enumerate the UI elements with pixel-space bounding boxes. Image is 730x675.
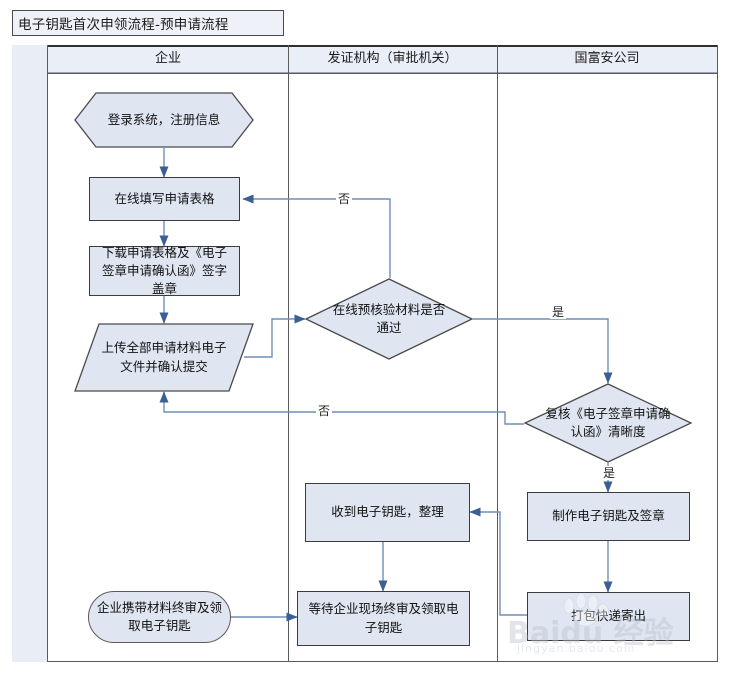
node-download-sign[interactable]: 下载申请表格及《电子签章申请确认函》签字盖章 <box>89 244 240 297</box>
node-ship-label: 打包快递寄出 <box>570 608 646 624</box>
node-final-visit-label: 企业携带材料终审及领取电子钥匙 <box>96 599 222 633</box>
diamond-shape-icon <box>305 278 473 360</box>
node-final-visit[interactable]: 企业携带材料终审及领取电子钥匙 <box>88 591 231 643</box>
lane-header-guofuan: 国富安公司 <box>574 51 640 66</box>
diamond-shape-icon-2 <box>524 383 692 463</box>
lane-header-issuer: 发证机构（审批机关） <box>327 51 458 66</box>
swimlane-corner-cell <box>12 45 48 662</box>
edge-label-clarity-yes: 是 <box>601 466 618 480</box>
parallelogram-shape-icon <box>74 323 254 392</box>
swimlane-header-underline <box>48 73 718 74</box>
swimlane-header-row <box>12 45 718 73</box>
lane-divider-right-edge <box>717 45 718 662</box>
hexagon-shape-icon <box>74 92 254 148</box>
node-precheck-label: 在线预核验材料是否通过 <box>332 301 446 335</box>
page-title: 电子钥匙首次申领流程-预申请流程 <box>18 17 229 33</box>
node-make-key-label: 制作电子钥匙及签章 <box>552 508 665 524</box>
node-upload-label: 上传全部申请材料电子文件并确认提交 <box>101 340 227 374</box>
edge-label-precheck-no: 否 <box>336 192 353 206</box>
node-receive-key-label: 收到电子钥匙，整理 <box>331 504 444 520</box>
node-review-clarity[interactable]: 复核《电子签章申请确认函》清晰度 <box>524 383 692 463</box>
lane-divider-2 <box>497 45 498 662</box>
lane-header-enterprise: 企业 <box>154 51 181 66</box>
diagram-title: 电子钥匙首次申领流程-预申请流程 <box>12 10 284 36</box>
lane-divider-1 <box>288 45 289 662</box>
node-fill-form-label: 在线填写申请表格 <box>114 190 215 206</box>
node-ship[interactable]: 打包快递寄出 <box>527 592 690 641</box>
node-precheck[interactable]: 在线预核验材料是否通过 <box>305 278 473 360</box>
edge-label-clarity-no: 否 <box>316 404 333 418</box>
node-upload[interactable]: 上传全部申请材料电子文件并确认提交 <box>74 323 254 392</box>
node-review-clarity-label: 复核《电子签章申请确认函》清晰度 <box>545 405 671 439</box>
node-download-sign-label: 下载申请表格及《电子签章申请确认函》签字盖章 <box>101 244 227 297</box>
node-wait-final[interactable]: 等待企业现场终审及领取电子钥匙 <box>297 591 470 646</box>
edge-label-precheck-yes: 是 <box>550 305 567 319</box>
node-fill-form[interactable]: 在线填写申请表格 <box>89 177 240 221</box>
node-login[interactable]: 登录系统，注册信息 <box>74 92 254 148</box>
node-make-key[interactable]: 制作电子钥匙及签章 <box>527 492 690 541</box>
node-wait-final-label: 等待企业现场终审及领取电子钥匙 <box>308 601 459 635</box>
node-login-label: 登录系统，注册信息 <box>107 111 221 127</box>
node-receive-key[interactable]: 收到电子钥匙，整理 <box>305 483 470 542</box>
